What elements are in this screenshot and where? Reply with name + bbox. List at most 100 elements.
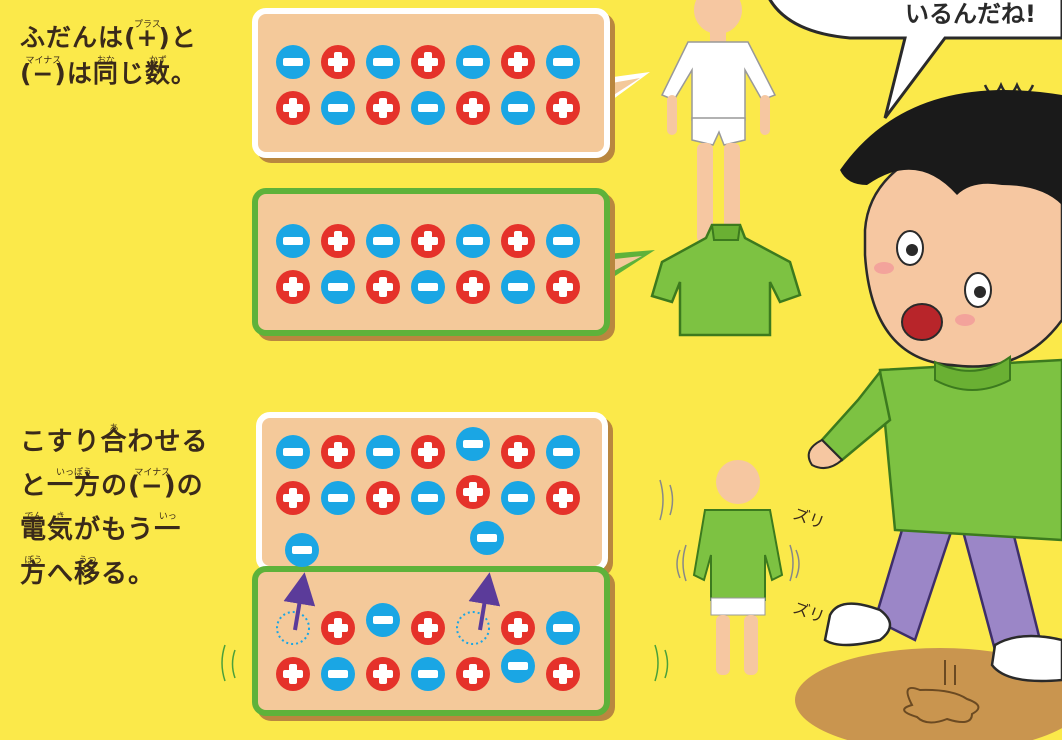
minus-charge bbox=[320, 480, 356, 516]
plus-charge bbox=[410, 434, 446, 470]
plus-charge bbox=[410, 223, 446, 259]
caption-1-text: ふだんは bbox=[20, 23, 125, 52]
plus-charge bbox=[545, 90, 581, 126]
plus-charge bbox=[320, 434, 356, 470]
minus-charge bbox=[500, 269, 536, 305]
minus-charge bbox=[500, 480, 536, 516]
caption-2-text: がもう bbox=[74, 515, 155, 545]
minus-charge bbox=[410, 269, 446, 305]
plus-charge bbox=[365, 90, 401, 126]
minus-charge bbox=[545, 44, 581, 80]
plus-charge bbox=[275, 90, 311, 126]
plus-charge bbox=[500, 44, 536, 80]
plus-charge bbox=[320, 223, 356, 259]
minus-charge bbox=[469, 520, 505, 556]
plus-charge bbox=[410, 44, 446, 80]
minus-charge bbox=[275, 44, 311, 80]
minus-charge bbox=[410, 656, 446, 692]
zuri-sound-bottom: ズリ bbox=[791, 598, 828, 627]
ruby-den: でん bbox=[24, 512, 43, 522]
caption-1-text: 。 bbox=[170, 59, 197, 88]
ruby-minus: マイナス bbox=[25, 56, 62, 66]
ruby-ki: き bbox=[56, 512, 66, 522]
minus-sign-text: (−) bbox=[20, 59, 67, 88]
plus-charge bbox=[500, 223, 536, 259]
plus-charge bbox=[545, 656, 581, 692]
plus-charge bbox=[455, 90, 491, 126]
plus-charge bbox=[455, 656, 491, 692]
minus-charge bbox=[365, 44, 401, 80]
minus-charge bbox=[320, 656, 356, 692]
caption-1-text: と bbox=[170, 23, 197, 52]
minus-sign-text: (−) bbox=[128, 471, 177, 501]
boy-figure bbox=[807, 90, 1062, 683]
minus-charge bbox=[275, 434, 311, 470]
plus-charge bbox=[365, 656, 401, 692]
minus-charge bbox=[455, 44, 491, 80]
ruby-pou: ぽう bbox=[24, 556, 43, 566]
vibration-marks bbox=[659, 479, 674, 521]
plus-charge bbox=[365, 269, 401, 305]
person-underwear-figure bbox=[660, 0, 777, 243]
plus-sign-text: (+) bbox=[124, 23, 171, 52]
panel-2-pointer bbox=[606, 250, 655, 278]
minus-charge bbox=[320, 269, 356, 305]
plus-charge bbox=[275, 656, 311, 692]
plus-charge bbox=[455, 269, 491, 305]
minus-charge bbox=[320, 90, 356, 126]
vibration-marks bbox=[221, 644, 669, 682]
speech-bubble-text: いるんだね! bbox=[905, 0, 1036, 28]
caption-2-text: 気 bbox=[47, 515, 75, 545]
caption-2-text: 移 bbox=[74, 559, 102, 589]
caption-2-text: る。 bbox=[101, 559, 156, 589]
minus-charge bbox=[365, 434, 401, 470]
plus-charge bbox=[545, 269, 581, 305]
ruby-kazu: かず bbox=[148, 56, 167, 66]
ruby-plus: プラス bbox=[134, 20, 161, 30]
speech-bubble: いるんだね! bbox=[768, 0, 1062, 119]
caption-rubbing: こすりあ合わせる といっぽう一方のマイナス(−)の でん電き気がもういっ一 ぽう… bbox=[20, 420, 209, 596]
green-sweater-figure bbox=[650, 223, 802, 337]
minus-charge bbox=[545, 223, 581, 259]
minus-charge bbox=[545, 434, 581, 470]
caption-2-text: の bbox=[176, 471, 204, 501]
caption-1-text: じ bbox=[118, 59, 145, 88]
caption-2-text: の bbox=[101, 471, 129, 501]
charge-panel-sweater bbox=[252, 188, 610, 336]
minus-charge bbox=[500, 90, 536, 126]
caption-1-text: 数 bbox=[144, 59, 171, 88]
panel-1-pointer bbox=[606, 72, 650, 100]
plus-charge bbox=[455, 474, 491, 510]
caption-1-text: 同 bbox=[92, 59, 119, 88]
plus-charge bbox=[500, 434, 536, 470]
empty-charge-slot bbox=[275, 610, 311, 646]
plus-charge bbox=[320, 610, 356, 646]
caption-2-text: 電 bbox=[20, 515, 48, 545]
ruby-itt: いっ bbox=[158, 512, 177, 522]
ruby-a: あ bbox=[109, 424, 119, 434]
empty-charge-slot bbox=[455, 610, 491, 646]
minus-charge bbox=[455, 223, 491, 259]
minus-charge bbox=[455, 426, 491, 462]
caption-normal-state: ふだんはプラス(+)と マイナス(−)はおな同じかず数。 bbox=[20, 20, 197, 92]
caption-1-text: は bbox=[66, 59, 93, 88]
caption-2-text: へ bbox=[47, 559, 75, 589]
minus-charge bbox=[410, 480, 446, 516]
footprint-mark bbox=[903, 686, 980, 724]
caption-2-text: 合 bbox=[100, 427, 128, 457]
minus-charge bbox=[275, 223, 311, 259]
ruby-ona: おな bbox=[96, 56, 115, 66]
plus-charge bbox=[320, 44, 356, 80]
minus-charge bbox=[365, 602, 401, 638]
person-back-figure bbox=[676, 460, 800, 675]
caption-2-text: こすり bbox=[20, 427, 101, 457]
minus-charge bbox=[284, 532, 320, 568]
plus-charge bbox=[500, 610, 536, 646]
caption-2-text: 方 bbox=[20, 559, 48, 589]
ruby-utsu: うつ bbox=[78, 556, 97, 566]
plus-charge bbox=[275, 480, 311, 516]
caption-2-text: 一 bbox=[154, 515, 182, 545]
minus-charge bbox=[545, 610, 581, 646]
ruby-ippou: いっぽう bbox=[56, 468, 93, 478]
